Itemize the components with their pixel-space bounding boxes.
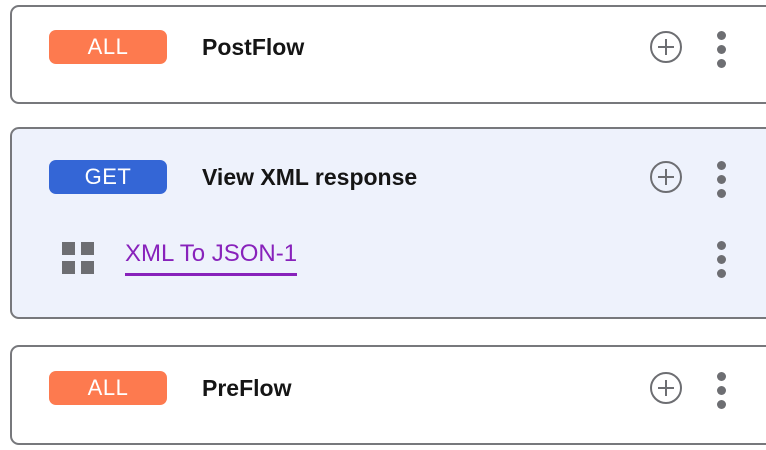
method-badge-all: ALL	[49, 30, 167, 64]
flow-title: View XML response	[202, 164, 418, 190]
policy-row[interactable]: XML To JSON-1	[12, 232, 766, 284]
flow-header-row[interactable]: ALL PostFlow	[12, 24, 766, 80]
flow-title: PostFlow	[202, 34, 305, 60]
circle-plus-icon[interactable]	[649, 160, 683, 194]
flow-card-preflow[interactable]: ALL PreFlow	[10, 345, 766, 445]
flow-card-view-xml-response[interactable]: GET View XML response XML To JSON-1	[10, 127, 766, 319]
grid-policy-icon	[62, 242, 94, 274]
policy-link-xml-to-json-1[interactable]: XML To JSON-1	[125, 237, 298, 276]
flow-header-row[interactable]: GET View XML response	[12, 154, 766, 210]
circle-plus-icon[interactable]	[649, 30, 683, 64]
method-badge-get: GET	[49, 160, 167, 194]
kebab-menu-icon[interactable]	[712, 161, 730, 198]
circle-plus-icon[interactable]	[649, 371, 683, 405]
kebab-menu-icon[interactable]	[712, 372, 730, 409]
method-badge-all: ALL	[49, 371, 167, 405]
flow-card-postflow[interactable]: ALL PostFlow	[10, 5, 766, 104]
kebab-menu-icon[interactable]	[712, 241, 730, 278]
kebab-menu-icon[interactable]	[712, 31, 730, 68]
flow-header-row[interactable]: ALL PreFlow	[12, 365, 766, 421]
flow-title: PreFlow	[202, 375, 292, 401]
